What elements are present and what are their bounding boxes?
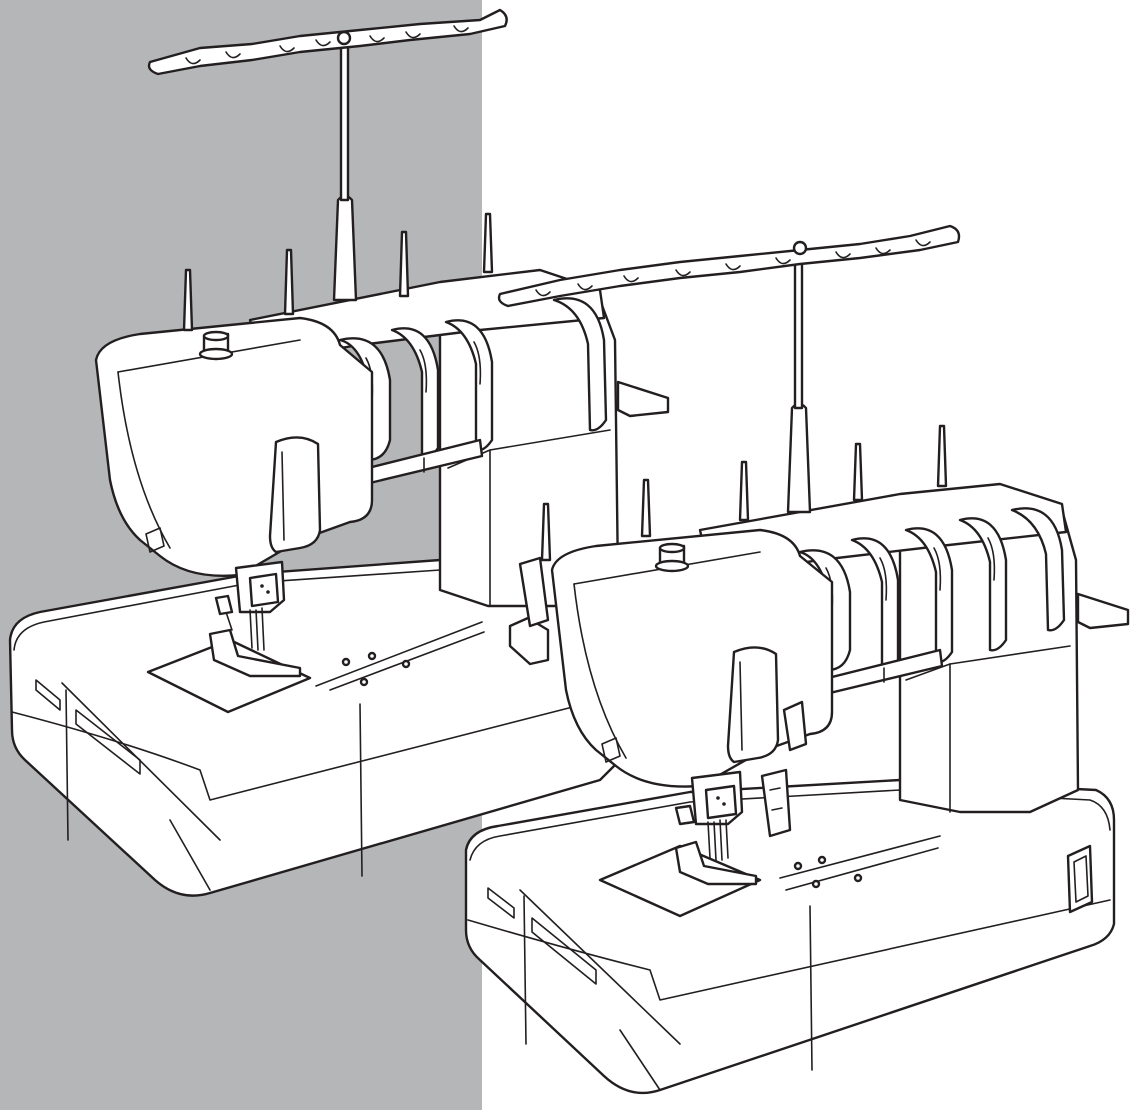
machine-2-spool-pins (540, 424, 948, 562)
machine-front-right (464, 224, 1130, 1095)
machine-2-head (550, 528, 834, 788)
machine-1-head (94, 316, 374, 578)
machine-back-left (8, 8, 670, 897)
machine-2-needle-assembly (674, 768, 792, 886)
machine-2-base (464, 778, 1116, 1095)
machine-2-thread-stand (497, 224, 961, 514)
machine-1-thread-stand (147, 8, 508, 302)
machine-1-base (8, 558, 642, 897)
machine-1-spool-pins (182, 212, 494, 332)
machine-1-needle-assembly (208, 560, 302, 678)
